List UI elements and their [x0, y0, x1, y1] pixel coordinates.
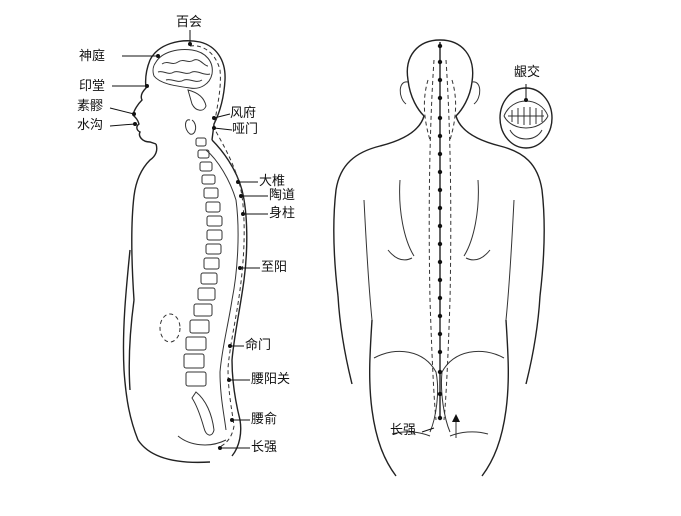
- label-shenting: 神庭: [79, 49, 106, 64]
- label-yaoshu: 腰俞: [251, 412, 278, 427]
- label-yaoyangguan: 腰阳关: [251, 372, 291, 387]
- label-mingmen: 命门: [245, 338, 272, 353]
- label-zhiyang: 至阳: [261, 260, 288, 275]
- label-yintang: 印堂: [79, 79, 106, 94]
- label-changqiang-back: 长强: [390, 423, 417, 438]
- label-suliao: 素髎: [77, 99, 104, 114]
- label-shenzhu: 身柱: [269, 206, 296, 221]
- label-baihui: 百会: [176, 15, 203, 30]
- label-taodao: 陶道: [269, 188, 296, 203]
- mouth-inset: [499, 84, 553, 149]
- side-figure: [109, 30, 268, 464]
- label-yamen: 哑门: [232, 122, 259, 137]
- label-dazhui: 大椎: [259, 174, 286, 189]
- spine: [183, 137, 223, 436]
- label-yinjiao: 龈交: [514, 65, 541, 80]
- label-shuigou: 水沟: [77, 118, 104, 133]
- label-changqiang-side: 长强: [251, 440, 278, 455]
- label-fengfu: 风府: [230, 106, 257, 121]
- back-points: [437, 43, 443, 421]
- back-figure: [333, 39, 553, 477]
